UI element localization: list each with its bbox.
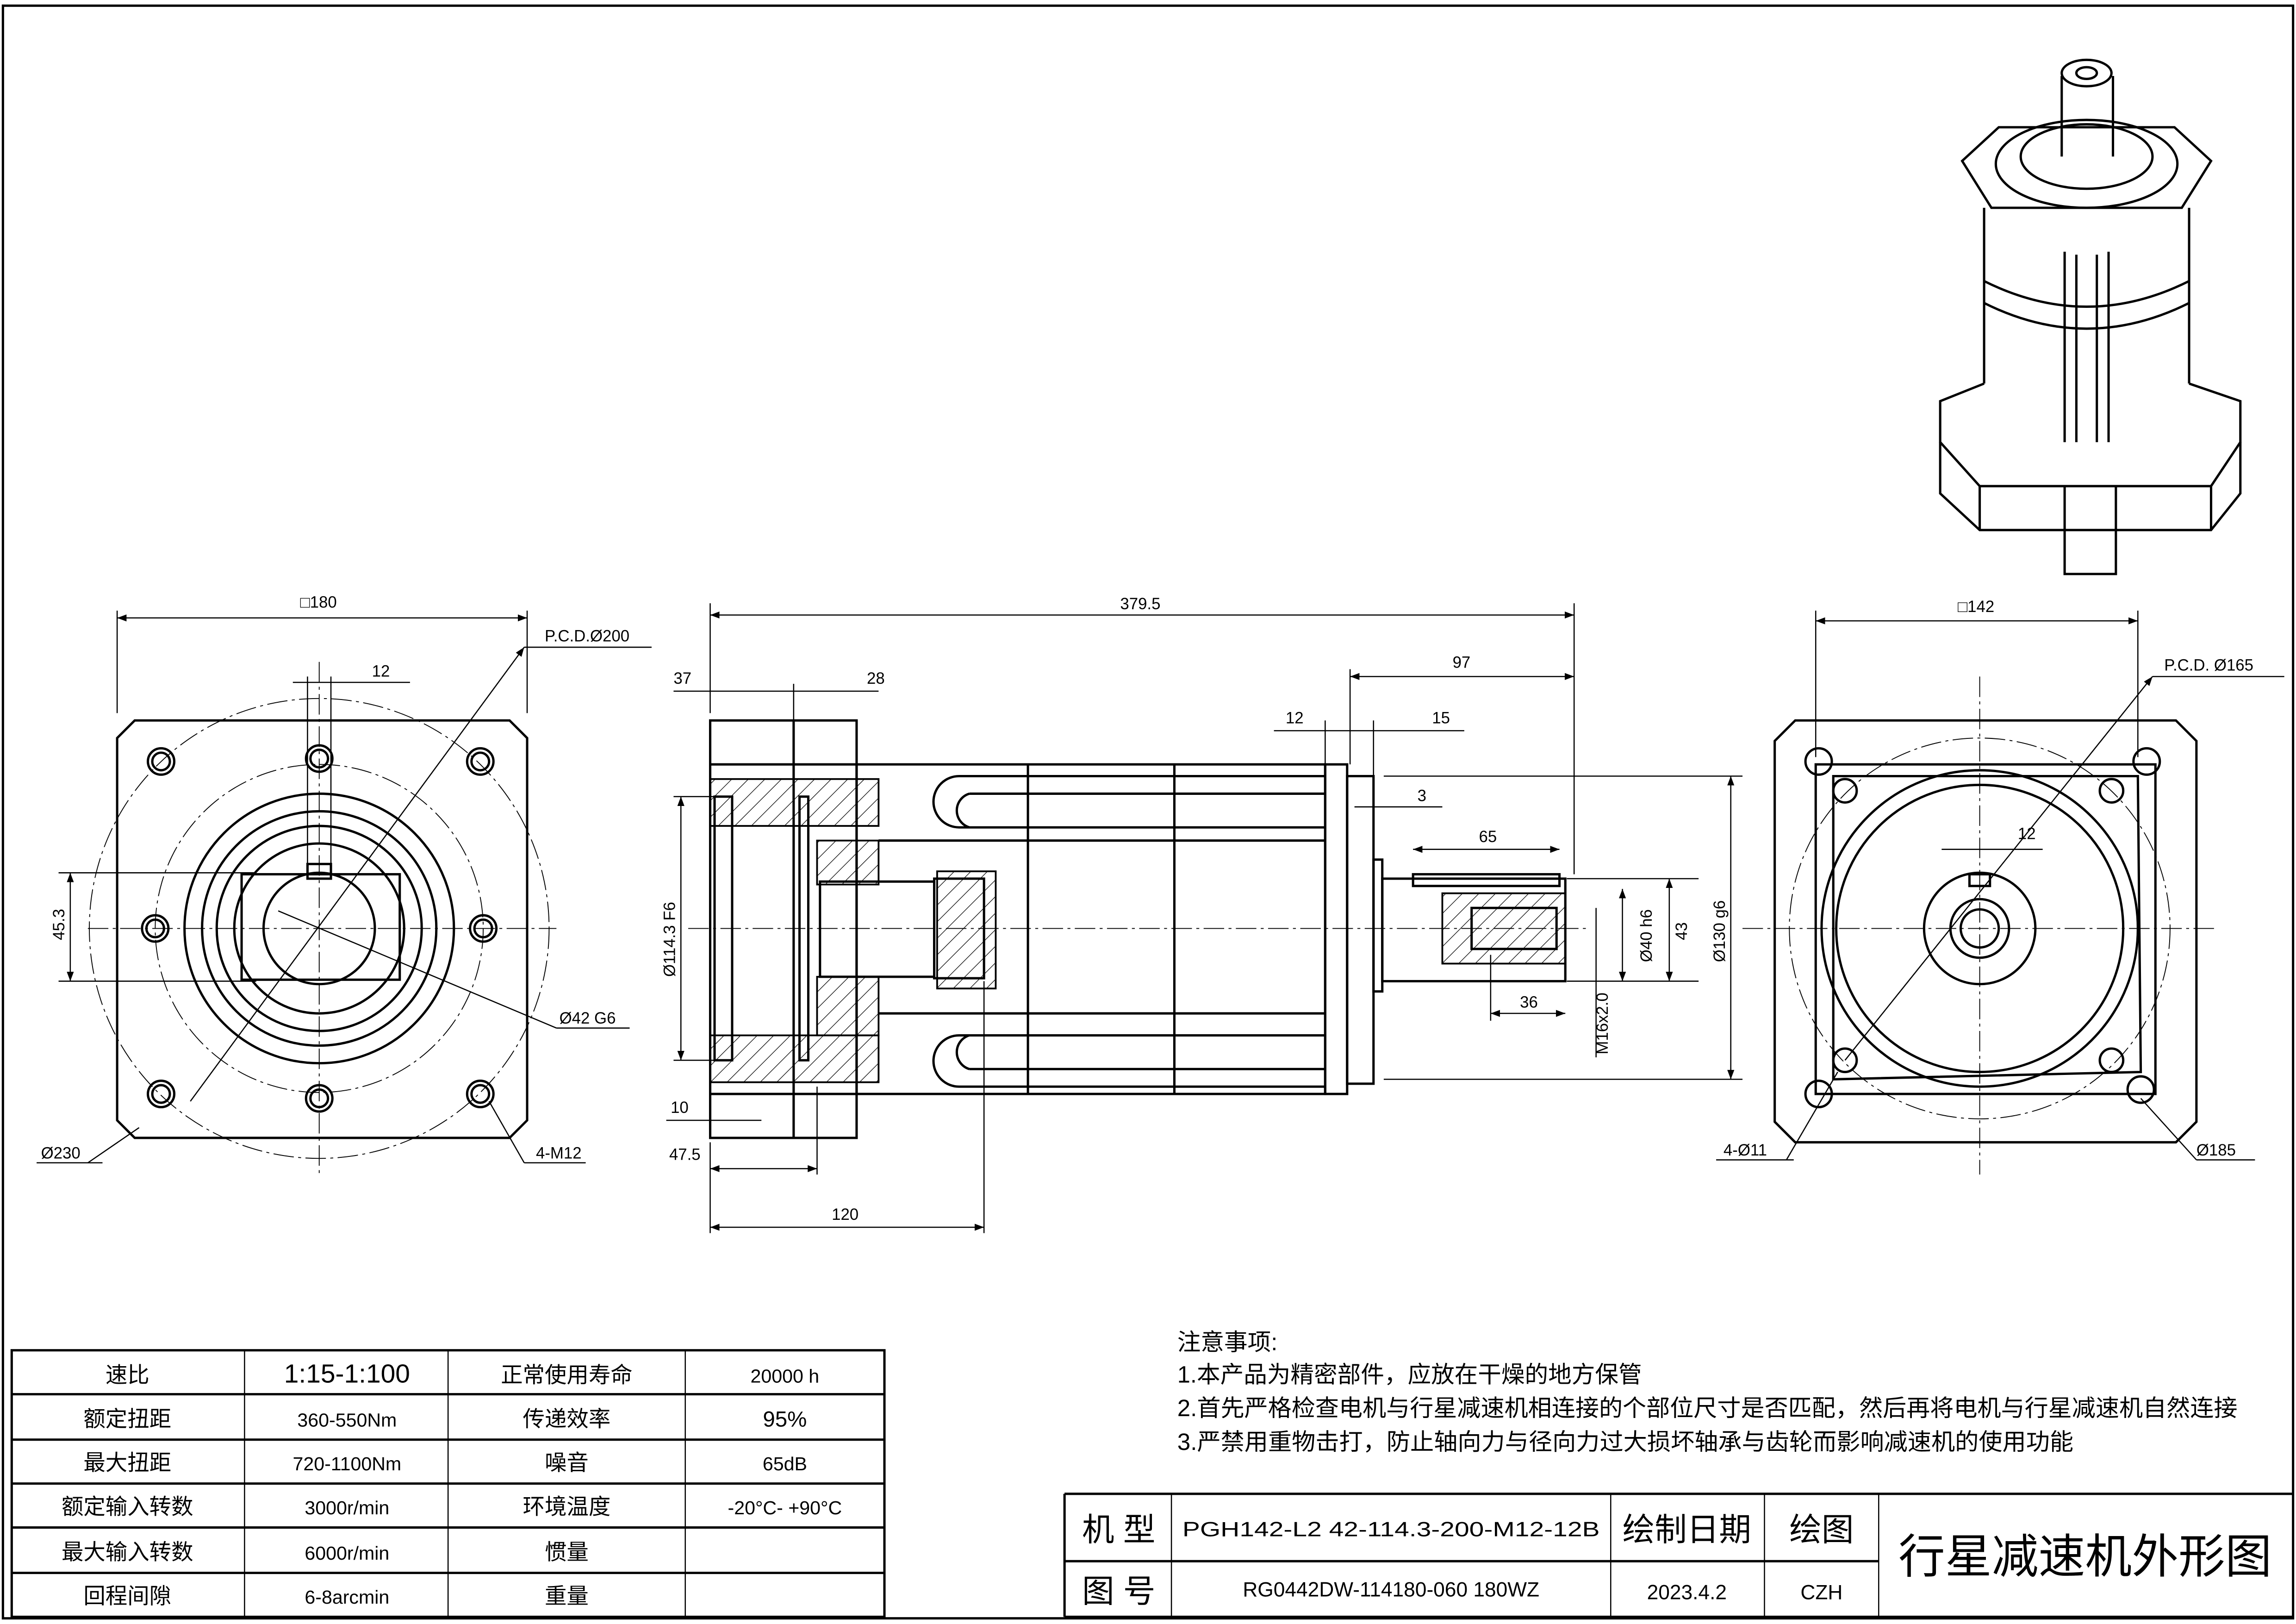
- sheet-border: [1, 4, 2295, 1620]
- table-cell: 最大输入转数: [62, 1540, 193, 1565]
- dim-47-5: 47.5: [669, 1145, 701, 1163]
- date-label: 绘制日期: [1623, 1512, 1751, 1548]
- dim-height-45-3: 45.3: [50, 909, 68, 940]
- dim-m16: M16x2.0: [1593, 993, 1612, 1054]
- dim-120: 120: [832, 1206, 859, 1224]
- table-cell: 回程间隙: [83, 1584, 171, 1609]
- dim-outer-185: Ø185: [2196, 1141, 2236, 1159]
- model-value: PGH142-L2 42-114.3-200-M12-12B: [1182, 1518, 1600, 1541]
- note-item: 3.严禁用重物击打，防止轴向力与径向力过大损坏轴承与齿轮而影响减速机的使用功能: [1177, 1429, 2073, 1455]
- table-cell: 360-550Nm: [297, 1409, 397, 1430]
- table-cell: 20000 h: [751, 1365, 820, 1387]
- table-cell: 720-1100Nm: [292, 1453, 401, 1474]
- dim-10: 10: [671, 1099, 689, 1117]
- table-cell: 速比: [106, 1363, 149, 1387]
- dim-36: 36: [1520, 993, 1538, 1011]
- dim-3: 3: [1418, 787, 1426, 805]
- dim-holes-m12: 4-M12: [536, 1144, 582, 1162]
- drawing-no-label: 图 号: [1082, 1573, 1156, 1609]
- title-block: 机 型 PGH142-L2 42-114.3-200-M12-12B 绘制日期 …: [1063, 1493, 2293, 1618]
- note-item: 1.本产品为精密部件，应放在干燥的地方保管: [1177, 1361, 1642, 1387]
- isometric-view: [1939, 58, 2242, 575]
- drawing-title: 行星减速机外形图: [1898, 1531, 2272, 1583]
- model-label: 机 型: [1082, 1512, 1156, 1548]
- table-cell: 6-8arcmin: [305, 1587, 389, 1608]
- dim-keyway-12-rear: 12: [2018, 825, 2036, 843]
- table-cell: 环境温度: [523, 1495, 611, 1519]
- dim-43: 43: [1673, 922, 1691, 940]
- dim-28: 28: [867, 669, 885, 687]
- dim-15: 15: [1432, 709, 1450, 727]
- table-cell: 重量: [545, 1584, 589, 1609]
- dim-12: 12: [1286, 709, 1304, 727]
- side-view: 379.5 37 28 97 12 15 3 65 36 M16x2.0 Ø40…: [661, 595, 1743, 1233]
- drawing-no-value: RG0442DW-114180-060 180WZ: [1243, 1578, 1539, 1601]
- notes-title: 注意事项:: [1177, 1329, 1278, 1355]
- dim-total-379-5: 379.5: [1120, 595, 1160, 613]
- table-cell: 正常使用寿命: [501, 1363, 633, 1387]
- table-cell: 额定输入转数: [62, 1495, 193, 1519]
- table-cell: 65dB: [763, 1453, 807, 1474]
- table-cell: 最大扭距: [83, 1451, 171, 1475]
- dim-pilot-114-3: Ø114.3 F6: [661, 902, 679, 977]
- table-cell: 传递效率: [523, 1407, 611, 1431]
- table-cell: 噪音: [545, 1451, 589, 1475]
- dim-square-142: □142: [1958, 598, 1994, 616]
- dim-bore-42: Ø42 G6: [560, 1009, 616, 1027]
- front-view: □180 P.C.D.Ø200 12 45.3 Ø42 G6 Ø230 4-M1…: [37, 593, 652, 1175]
- dim-pcd-165: P.C.D. Ø165: [2164, 656, 2253, 675]
- dim-keyway-12: 12: [372, 662, 390, 680]
- spec-table: 速比 1:15-1:100 正常使用寿命 20000 h 额定扭距 360-55…: [10, 1349, 886, 1618]
- drawer-label: 绘图: [1789, 1512, 1854, 1548]
- dim-square-180: □180: [300, 593, 337, 612]
- dim-65: 65: [1479, 828, 1497, 846]
- dim-shaft-40: Ø40 h6: [1637, 909, 1655, 962]
- dim-holes-11: 4-Ø11: [1724, 1141, 1767, 1159]
- table-cell: 惯量: [545, 1540, 589, 1565]
- dim-pcd-200: P.C.D.Ø200: [545, 627, 629, 645]
- dim-97: 97: [1453, 653, 1471, 671]
- table-cell: 6000r/min: [305, 1543, 389, 1564]
- dim-outer-230: Ø230: [41, 1144, 81, 1162]
- table-cell: 额定扭距: [83, 1407, 171, 1431]
- table-cell: 3000r/min: [305, 1497, 389, 1518]
- dim-37: 37: [673, 669, 691, 687]
- table-cell: -20°C- +90°C: [728, 1497, 842, 1518]
- rear-view: □142 P.C.D. Ø165 12 4-Ø11 Ø185: [1716, 598, 2284, 1175]
- drawer-value: CZH: [1800, 1581, 1842, 1604]
- date-value: 2023.4.2: [1647, 1581, 1727, 1604]
- note-item: 2.首先严格检查电机与行星减速机相连接的个部位尺寸是否匹配，然后再将电机与行星减…: [1177, 1395, 2238, 1421]
- dim-spigot-130: Ø130 g6: [1711, 900, 1729, 962]
- table-cell: 1:15-1:100: [284, 1359, 410, 1388]
- table-cell: 95%: [763, 1407, 807, 1431]
- notes: 注意事项: 1.本产品为精密部件，应放在干燥的地方保管 2.首先严格检查电机与行…: [1177, 1329, 2238, 1455]
